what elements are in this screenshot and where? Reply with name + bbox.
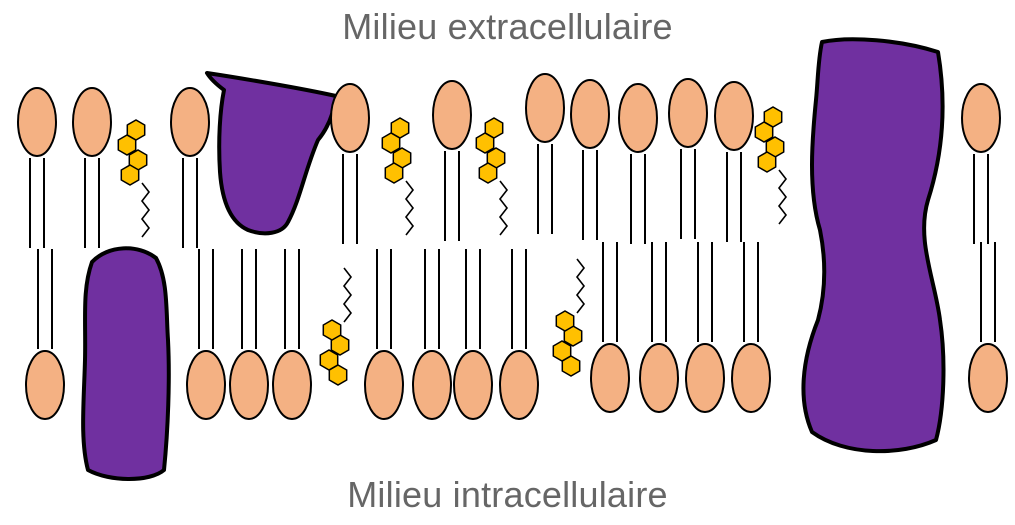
cholesterol [755, 107, 786, 224]
phospholipid [73, 88, 111, 248]
phospholipid [454, 249, 492, 419]
cholesterol-tail [344, 268, 351, 322]
phospholipid-head [365, 351, 403, 419]
phospholipid-head [669, 79, 707, 147]
phospholipid-head [500, 351, 538, 419]
phospholipid-head [230, 351, 268, 419]
cholesterol-tail [500, 181, 507, 235]
phospholipid-head [73, 88, 111, 156]
cholesterol-ring [323, 320, 340, 340]
cholesterol [320, 268, 351, 385]
cholesterol-ring [121, 165, 138, 185]
cholesterol [118, 120, 149, 237]
phospholipid-head [273, 351, 311, 419]
phospholipid-head [26, 351, 64, 419]
phospholipid-head [526, 74, 564, 142]
cholesterol-tail [779, 170, 786, 224]
cholesterol [553, 259, 584, 376]
cholesterol-tail [406, 181, 413, 235]
phospholipid-head [732, 344, 770, 412]
phospholipid-head [433, 81, 471, 149]
phospholipid [331, 84, 369, 244]
phospholipid [171, 88, 209, 248]
phospholipid-head [619, 84, 657, 152]
cholesterol-ring [556, 311, 573, 331]
phospholipid [26, 249, 64, 419]
phospholipid [732, 242, 770, 412]
phospholipid [571, 80, 609, 240]
phospholipid [640, 242, 678, 412]
phospholipid [715, 82, 753, 242]
phospholipid-head [686, 344, 724, 412]
phospholipid [962, 84, 1000, 244]
phospholipid-head [187, 351, 225, 419]
phospholipid-head [640, 344, 678, 412]
cholesterol-tail [577, 259, 584, 313]
cholesterol [476, 118, 507, 235]
phospholipid [669, 79, 707, 239]
phospholipid [365, 249, 403, 419]
cholesterol-tail [142, 183, 149, 237]
phospholipid-head [171, 88, 209, 156]
phospholipid [591, 242, 629, 412]
phospholipid-head [715, 82, 753, 150]
phospholipid [18, 88, 56, 248]
phospholipid [969, 242, 1007, 412]
phospholipid [413, 249, 451, 419]
phospholipid-head [454, 351, 492, 419]
phospholipid [187, 249, 225, 419]
cholesterol-ring [385, 163, 402, 183]
phospholipid [433, 81, 471, 241]
phospholipid-head [591, 344, 629, 412]
phospholipid [230, 249, 268, 419]
membrane-protein [83, 248, 169, 479]
phospholipid-head [571, 80, 609, 148]
phospholipid [619, 84, 657, 244]
cholesterol [382, 118, 413, 235]
phospholipid [686, 242, 724, 412]
phospholipid-head [962, 84, 1000, 152]
cholesterol-ring [479, 163, 496, 183]
phospholipid-head [331, 84, 369, 152]
membrane-protein [207, 73, 336, 233]
cholesterol-ring [758, 152, 775, 172]
phospholipid [526, 74, 564, 234]
phospholipid-head [18, 88, 56, 156]
phospholipid-head [969, 344, 1007, 412]
phospholipid [500, 249, 538, 419]
membrane-protein [803, 39, 943, 451]
phospholipid [273, 249, 311, 419]
phospholipid-head [413, 351, 451, 419]
